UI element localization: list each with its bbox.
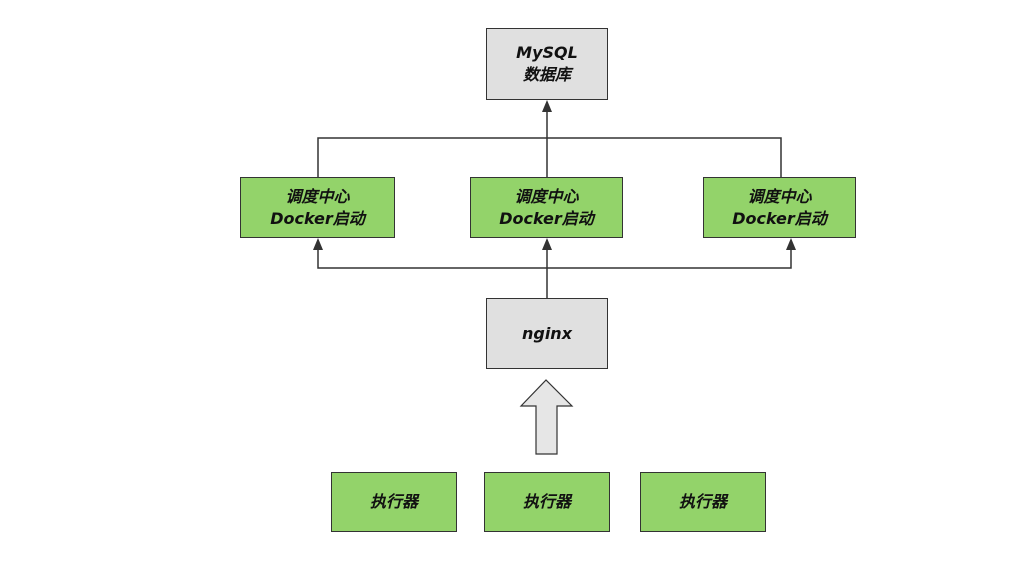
scheduler-box-middle: 调度中心 Docker启动 bbox=[470, 177, 623, 238]
executors-to-nginx-arrow bbox=[519, 379, 574, 455]
scheduler-box-right: 调度中心 Docker启动 bbox=[703, 177, 856, 238]
arrowhead-to-scheduler-right bbox=[786, 238, 796, 250]
arrowhead-to-db bbox=[542, 100, 552, 112]
executor-label: 执行器 bbox=[522, 492, 571, 511]
scheduler-subtitle: Docker启动 bbox=[270, 208, 365, 228]
connector-nginx-bus bbox=[317, 244, 792, 269]
executor-box-middle: 执行器 bbox=[484, 472, 610, 532]
arrowhead-to-scheduler-left bbox=[313, 238, 323, 250]
connector-scheduler-left-to-db bbox=[317, 137, 782, 177]
nginx-label: nginx bbox=[521, 323, 573, 343]
nginx-box: nginx bbox=[486, 298, 608, 369]
scheduler-subtitle: Docker启动 bbox=[732, 208, 827, 228]
database-subtitle: 数据库 bbox=[522, 65, 571, 84]
executor-box-right: 执行器 bbox=[640, 472, 766, 532]
scheduler-title: 调度中心 bbox=[747, 186, 812, 206]
scheduler-subtitle: Docker启动 bbox=[499, 208, 594, 228]
arrowhead-to-scheduler-middle bbox=[542, 238, 552, 250]
database-title: MySQL bbox=[516, 43, 578, 62]
executor-label: 执行器 bbox=[369, 492, 418, 511]
executor-box-left: 执行器 bbox=[331, 472, 457, 532]
scheduler-box-left: 调度中心 Docker启动 bbox=[240, 177, 395, 238]
executor-label: 执行器 bbox=[678, 492, 727, 511]
scheduler-title: 调度中心 bbox=[285, 186, 350, 206]
mysql-database-box: MySQL 数据库 bbox=[486, 28, 608, 100]
scheduler-title: 调度中心 bbox=[514, 186, 579, 206]
